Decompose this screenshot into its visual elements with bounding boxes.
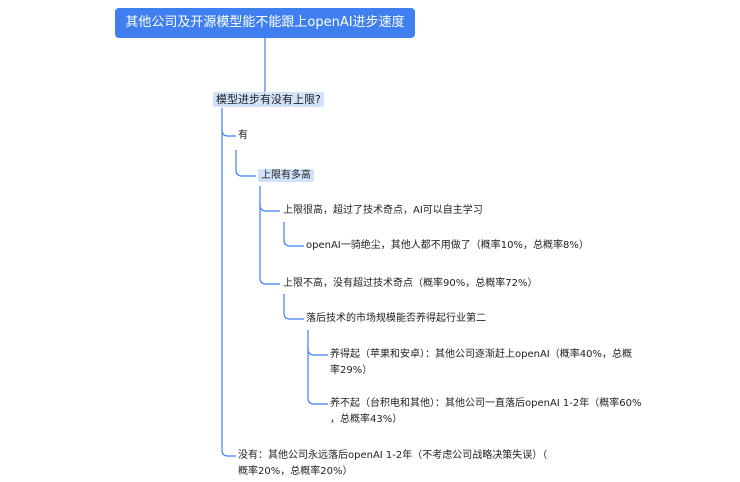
openai-wins-node[interactable]: openAI一骑绝尘，其他人都不用做了（概率10%，总概率8%） [306,240,589,251]
affordable-line-2: 率29%） [330,365,373,376]
no-node[interactable]: 没有：其他公司永远落后openAI 1-2年（不考虑公司战略决策失误）（ 概率2… [238,448,547,480]
low-ceiling-node[interactable]: 上限不高，没有超过技术奇点（概率90%，总概率72%） [283,278,538,289]
market-question-node[interactable]: 落后技术的市场规模能否养得起行业第二 [306,313,486,324]
no-line-2: 概率20%，总概率20%） [238,466,353,477]
question-label: 模型进步有没有上限? [213,92,324,107]
question-node[interactable]: 模型进步有没有上限? [213,92,324,108]
yes-node[interactable]: 有 [238,130,248,141]
unaffordable-line-1: 养不起（台积电和其他）：其他公司一直落后openAI 1-2年（概率60% [330,398,642,409]
affordable-node[interactable]: 养得起（苹果和安卓）：其他公司逐渐赶上openAI（概率40%，总概 率29%） [330,347,632,379]
ceiling-question-node[interactable]: 上限有多高 [258,168,314,184]
mindmap-root-topic[interactable]: 其他公司及开源模型能不能跟上openAI进步速度 [115,8,415,38]
unaffordable-line-2: ，总概率43%） [330,414,403,425]
no-line-1: 没有：其他公司永远落后openAI 1-2年（不考虑公司战略决策失误）（ [238,450,548,461]
unaffordable-node[interactable]: 养不起（台积电和其他）：其他公司一直落后openAI 1-2年（概率60% ，总… [330,396,641,428]
affordable-line-1: 养得起（苹果和安卓）：其他公司逐渐赶上openAI（概率40%，总概 [330,349,632,360]
high-ceiling-node[interactable]: 上限很高，超过了技术奇点，AI可以自主学习 [283,205,483,216]
ceiling-question-label: 上限有多高 [258,169,314,182]
